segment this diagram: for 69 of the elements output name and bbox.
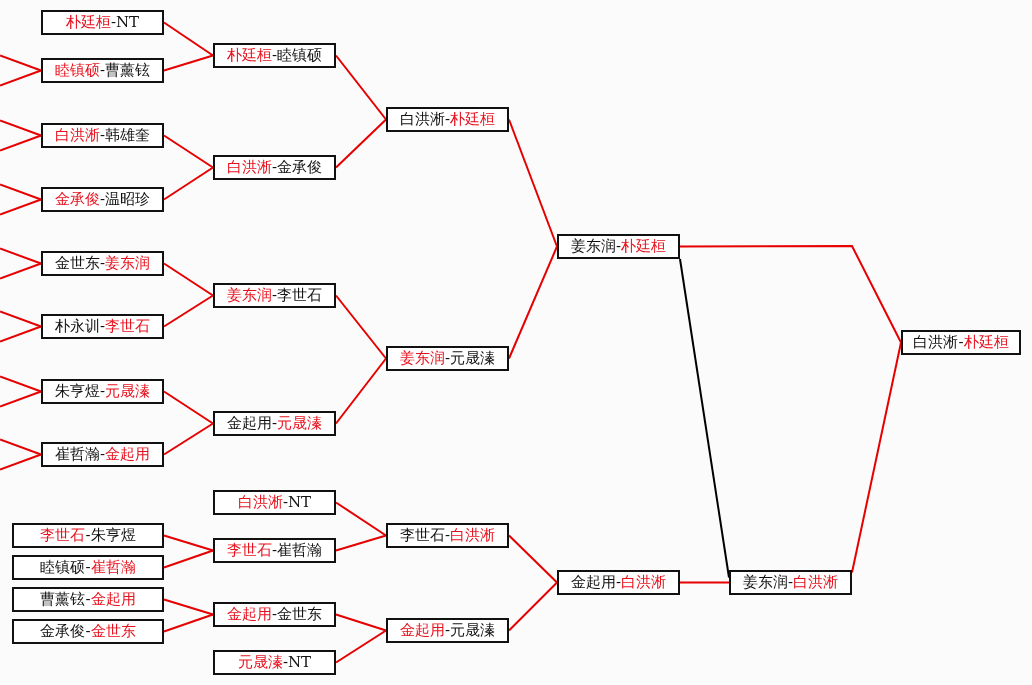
match-result-box: 李世石-朱亨煜 — [12, 523, 164, 548]
connector-line — [0, 54, 42, 72]
connector-line — [508, 581, 558, 632]
connector-line — [0, 69, 42, 87]
connector-line — [335, 613, 387, 632]
connector-line — [0, 247, 42, 265]
match-result-box: 白洪淅-朴廷桓 — [901, 330, 1021, 355]
connector-line — [0, 262, 42, 280]
connector-line — [679, 258, 730, 579]
connector-line — [163, 534, 214, 552]
match-result-box: 姜东润-李世石 — [213, 283, 336, 308]
match-result-box: 金承俊-温昭珍 — [41, 187, 164, 212]
connector-line — [163, 422, 214, 456]
connector-line — [163, 262, 214, 297]
match-result-box: 李世石-白洪淅 — [386, 523, 509, 548]
connector-line — [508, 534, 558, 584]
connector-line — [0, 375, 42, 393]
connector-line — [163, 598, 214, 616]
match-result-box: 朴永训-李世石 — [41, 314, 164, 339]
connector-line — [335, 357, 387, 425]
match-result-box: 金起用-金世东 — [213, 602, 336, 627]
match-result-box: 姜东润-白洪淅 — [729, 570, 852, 595]
match-result-box: 白洪淅-金承俊 — [213, 155, 336, 180]
match-result-box: 朴廷桓-NT — [41, 10, 164, 35]
connector-line — [508, 245, 558, 360]
connector-line — [679, 245, 902, 344]
connector-line — [0, 198, 42, 216]
match-result-box: 金起用-元晟溱 — [213, 411, 336, 436]
match-result-box: 元晟溱-NT — [213, 650, 336, 675]
match-result-box: 白洪淅-朴廷桓 — [386, 107, 509, 132]
match-result-box: 朱亨煜-元晟溱 — [41, 379, 164, 404]
match-result-box: 朴廷桓-睦镇硕 — [213, 43, 336, 68]
match-result-box: 金起用-元晟溱 — [386, 618, 509, 643]
match-result-box: 李世石-崔哲瀚 — [213, 538, 336, 563]
match-result-box: 睦镇硕-曹薰铉 — [41, 58, 164, 83]
connector-line — [851, 341, 902, 574]
connector-line — [163, 166, 214, 201]
match-result-box: 姜东润-元晟溱 — [386, 346, 509, 371]
connector-line — [335, 501, 387, 537]
connector-line — [0, 325, 42, 343]
connector-line — [335, 294, 387, 360]
connector-line — [163, 294, 214, 328]
match-result-box: 睦镇硕-崔哲瀚 — [12, 555, 164, 580]
connector-line — [0, 390, 42, 408]
connector-line — [163, 134, 214, 169]
connector-line — [0, 183, 42, 201]
connector-line — [335, 629, 387, 664]
match-result-box: 姜东润-朴廷桓 — [557, 234, 680, 259]
match-result-box: 崔哲瀚-金起用 — [41, 442, 164, 467]
connector-line — [0, 119, 42, 137]
connector-line — [335, 534, 387, 552]
connector-line — [163, 390, 214, 425]
connector-line — [163, 54, 214, 72]
match-result-box: 金起用-白洪淅 — [557, 570, 680, 595]
connector-line — [0, 453, 42, 471]
match-result-box: 白洪淅-NT — [213, 490, 336, 515]
match-result-box: 曹薰铉-金起用 — [12, 587, 164, 612]
match-result-box: 金承俊-金世东 — [12, 619, 164, 644]
connector-line — [335, 118, 387, 169]
connector-line — [0, 310, 42, 328]
connector-line — [679, 581, 730, 584]
connector-line — [0, 134, 42, 152]
connector-line — [163, 549, 214, 569]
connector-line — [163, 613, 214, 633]
match-result-box: 金世东-姜东润 — [41, 251, 164, 276]
match-result-box: 白洪淅-韩雄奎 — [41, 123, 164, 148]
connector-line — [0, 438, 42, 456]
connector-line — [335, 54, 387, 121]
connector-line — [163, 21, 214, 57]
